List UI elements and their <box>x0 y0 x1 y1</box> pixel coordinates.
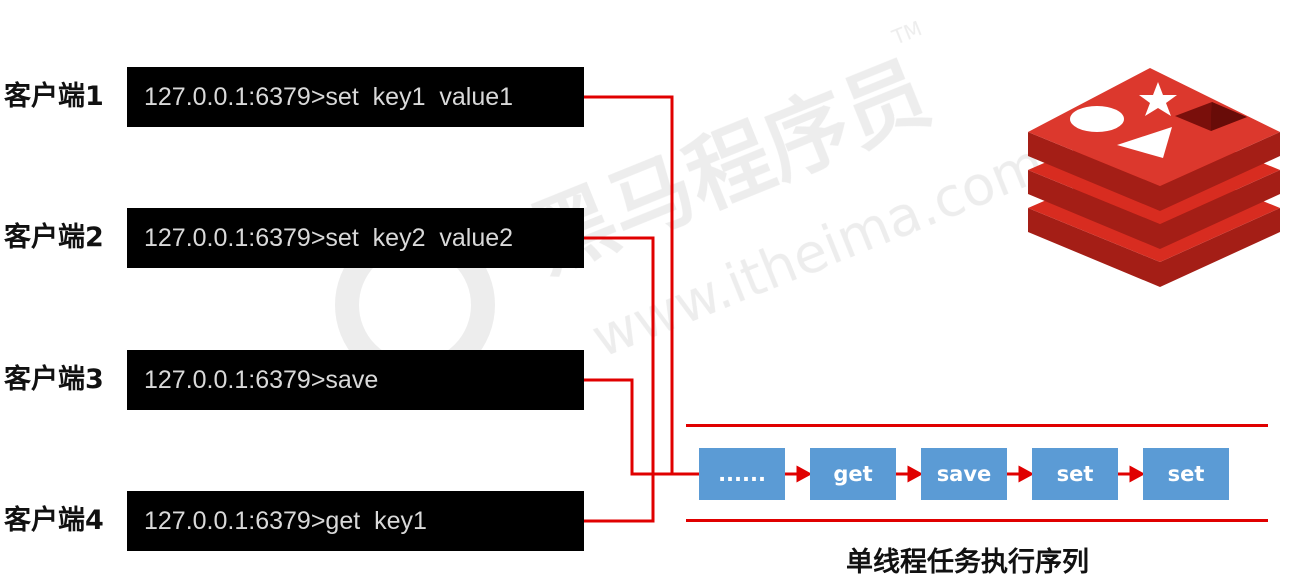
queue-title: 单线程任务执行序列 <box>846 547 1089 578</box>
terminal-client-3: 127.0.0.1:6379>save <box>127 350 584 410</box>
queue-item: set <box>1032 448 1118 500</box>
client-label-2: 客户端2 <box>4 222 104 253</box>
arrow-right-icon <box>896 465 924 483</box>
arrow-right-icon <box>785 465 813 483</box>
connector-client4 <box>584 474 655 523</box>
queue-item: ...... <box>699 448 785 500</box>
terminal-client-4: 127.0.0.1:6379>get key1 <box>127 491 584 551</box>
terminal-client-1: 127.0.0.1:6379>set key1 value1 <box>127 67 584 127</box>
queue-bottom-line <box>686 519 1268 522</box>
connector-client3 <box>584 378 700 476</box>
queue-item: save <box>921 448 1007 500</box>
connector-client2 <box>584 236 655 474</box>
queue-item: get <box>810 448 896 500</box>
terminal-client-2: 127.0.0.1:6379>set key2 value2 <box>127 208 584 268</box>
queue-top-line <box>686 424 1268 427</box>
client-label-3: 客户端3 <box>4 364 104 395</box>
arrow-right-icon <box>1007 465 1035 483</box>
client-label-4: 客户端4 <box>4 505 104 536</box>
queue-item: set <box>1143 448 1229 500</box>
client-label-1: 客户端1 <box>4 81 104 112</box>
arrow-right-icon <box>1118 465 1146 483</box>
